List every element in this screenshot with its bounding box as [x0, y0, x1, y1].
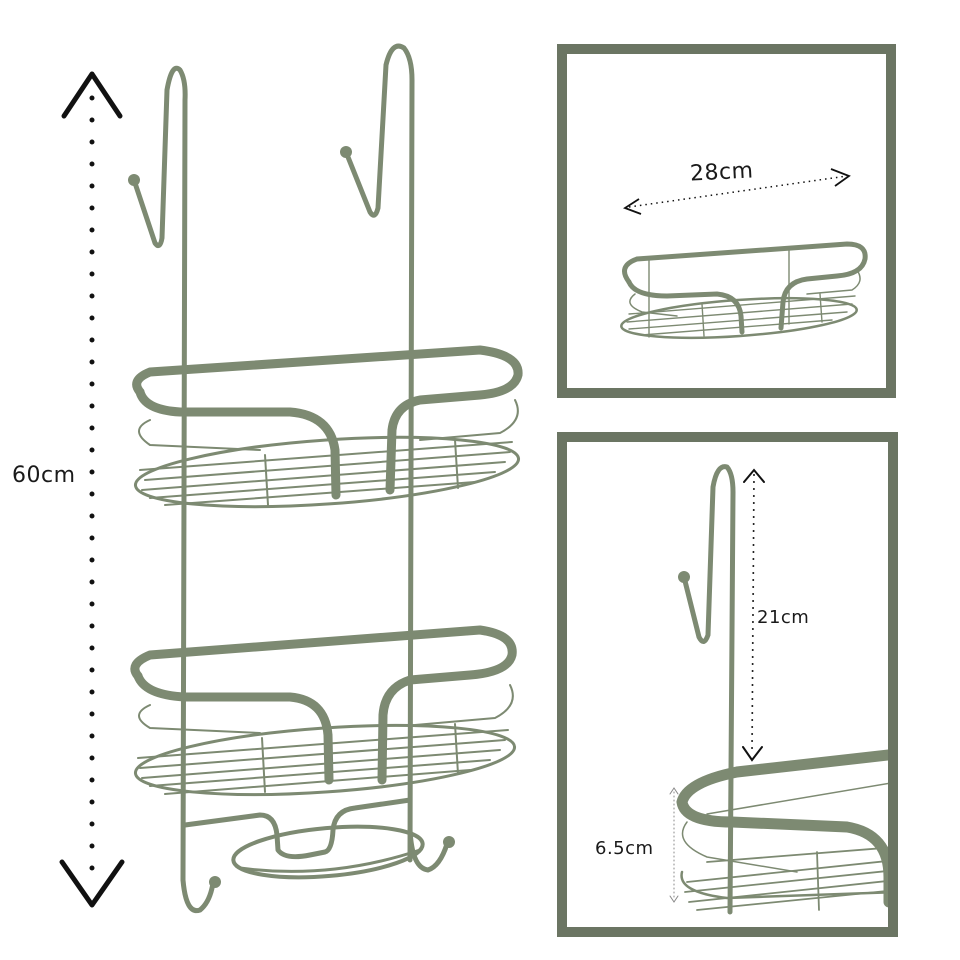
- shower-caddy-illustration: [128, 43, 523, 914]
- hook-closeup-view: [669, 464, 888, 915]
- width-detail-panel: 28cm: [557, 44, 896, 398]
- height-label: 60cm: [12, 463, 76, 488]
- hook-length-label: 21cm: [757, 607, 810, 628]
- main-caddy-view: 60cm: [12, 43, 523, 914]
- arrow-up-icon: [61, 71, 123, 119]
- width-label: 28cm: [689, 158, 755, 187]
- hook-detail-panel: 21cm 6.5cm: [557, 432, 898, 937]
- basket-top-view: [620, 168, 868, 340]
- arrow-down-icon: [59, 859, 125, 908]
- height-dimension-line: [59, 71, 125, 908]
- basket-depth-label: 6.5cm: [595, 838, 654, 859]
